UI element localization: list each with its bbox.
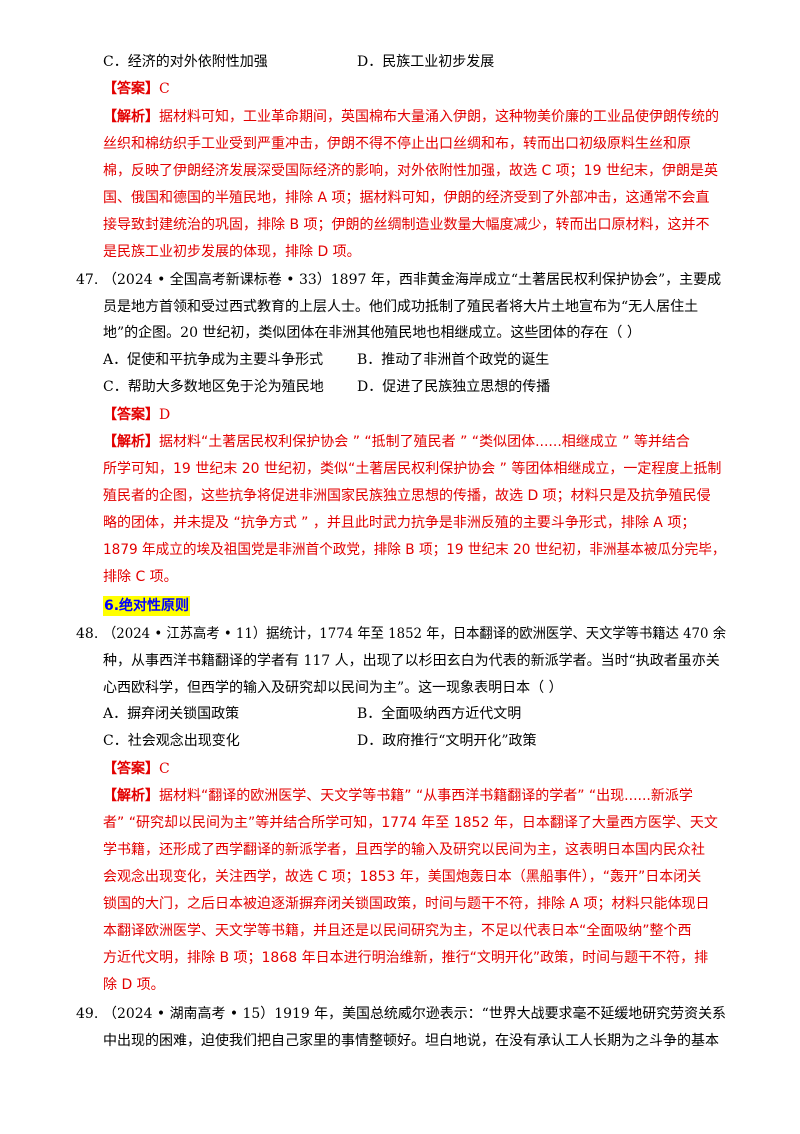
q47-stem-line-2: 员是地方首领和受过西式教育的上层人士。他们成功抵制了殖民者将大片土地宣布为“无人… xyxy=(103,299,699,315)
q47-option-a: A．促使和平抗争成为主要斗争形式 xyxy=(103,352,324,368)
q47-analysis-line-4: 略的团体，并未提及 “抗争方式 ” ，并且此时武力抗争是非洲反殖的主要斗争形式，… xyxy=(103,515,696,531)
q49-stem-line-1: （2024 • 湖南高考 • 15）1919 年，美国总统威尔逊表示：“世界大战… xyxy=(103,1006,726,1022)
q48-stem-line-1: （2024 • 江苏高考 • 11）据统计，1774 年至 1852 年，日本翻… xyxy=(103,626,727,642)
q46-analysis-line-4: 国、俄国和德国的半殖民地，排除 A 项；据材料可知，伊朗的经济受到了外部冲击，这… xyxy=(103,190,710,206)
q48-number: 48. xyxy=(76,626,99,642)
q48-analysis-line-5: 锁国的大门，之后日本被迫逐渐摒弃闭关锁国政策，时间与题干不符，排除 A 项；材料… xyxy=(103,896,710,912)
q48-analysis-line-3: 学书籍，还形成了西学翻译的新派学者，且西学的输入及研究以民间为主，这表明日本国内… xyxy=(103,842,705,858)
analysis-tag: 【解析】 xyxy=(103,434,159,450)
q48-stem-line-3: 心西欧科学，但西学的输入及研究却以民间为主”。这一现象表明日本（ ） xyxy=(103,680,563,696)
analysis-text: 据材料“翻译的欧洲医学、天文学等书籍” “从事西洋书籍翻译的学者” “出现...… xyxy=(159,788,693,804)
q48-option-a: A．摒弃闭关锁国政策 xyxy=(103,706,240,722)
analysis-tag: 【解析】 xyxy=(103,788,159,804)
q47-analysis-line-1: 【解析】据材料“土著居民权利保护协会 ” “抵制了殖民者 ” “类似团体....… xyxy=(103,432,690,452)
answer-value: C xyxy=(159,761,170,777)
section-heading: 6.绝对性原则 xyxy=(103,596,191,616)
analysis-text: 据材料可知，工业革命期间，英国棉布大量涌入伊朗，这种物美价廉的工业品使伊朗传统的 xyxy=(159,109,719,125)
q47-stem-line-3: 地”的企图。20 世纪初，类似团体在非洲其他殖民地也相继成立。这些团体的存在（ … xyxy=(103,325,641,341)
q48-analysis-line-8: 除 D 项。 xyxy=(103,977,165,993)
q48-option-c: C．社会观念出现变化 xyxy=(103,733,240,749)
q47-answer: 【答案】D xyxy=(103,405,170,425)
q46-analysis-line-5: 接导致封建统治的巩固，排除 B 项；伊朗的丝绸制造业数量大幅度减少，转而出口原材… xyxy=(103,217,710,233)
q48-analysis-line-7: 方近代文明，排除 B 项；1868 年日本进行明治维新，推行“文明开化”政策，时… xyxy=(103,950,709,966)
q47-option-b: B．推动了非洲首个政党的诞生 xyxy=(357,352,550,368)
q48-analysis-line-6: 本翻译欧洲医学、天文学等书籍，并且还是以民间研究为主，不足以代表日本“全面吸纳”… xyxy=(103,923,692,939)
q47-analysis-line-6: 排除 C 项。 xyxy=(103,569,178,585)
q47-analysis-line-2: 所学可知，19 世纪末 20 世纪初，类似“土著居民权利保护协会 ” 等团体相继… xyxy=(103,461,722,477)
q49-stem-line-2: 中出现的困难，迫使我们把自己家里的事情整顿好。坦白地说，在没有承认工人长期为之斗… xyxy=(103,1033,719,1049)
q46-analysis-line-2: 丝织和棉纺织手工业受到严重冲击，伊朗不得不停止出口丝绸和布，转而出口初级原料生丝… xyxy=(103,136,691,152)
q48-analysis-line-2: 者” “研究却以民间为主”等并结合所学可知，1774 年至 1852 年，日本翻… xyxy=(103,815,718,831)
q49-number: 49. xyxy=(76,1006,99,1022)
q48-option-d: D．政府推行“文明开化”政策 xyxy=(357,733,537,749)
q46-analysis-line-6: 是民族工业初步发展的体现，排除 D 项。 xyxy=(103,244,361,260)
q48-analysis-line-1: 【解析】据材料“翻译的欧洲医学、天文学等书籍” “从事西洋书籍翻译的学者” “出… xyxy=(103,786,693,806)
q47-option-c: C．帮助大多数地区免于沦为殖民地 xyxy=(103,379,324,395)
q48-analysis-line-4: 会观念出现变化，关注西学，故选 C 项；1853 年，美国炮轰日本（黑船事件），… xyxy=(103,869,702,885)
q46-answer: 【答案】C xyxy=(103,79,170,99)
analysis-tag: 【解析】 xyxy=(103,109,159,125)
q46-analysis-line-3: 棉，反映了伊朗经济发展深受国际经济的影响，对外依附性加强，故选 C 项；19 世… xyxy=(103,163,718,179)
q47-stem-line-1: （2024 • 全国高考新课标卷 • 33）1897 年，西非黄金海岸成立“土著… xyxy=(103,272,722,288)
q48-answer: 【答案】C xyxy=(103,759,170,779)
q46-analysis-line-1: 【解析】据材料可知，工业革命期间，英国棉布大量涌入伊朗，这种物美价廉的工业品使伊… xyxy=(103,107,719,127)
q47-analysis-line-5: 1879 年成立的埃及祖国党是非洲首个政党，排除 B 项；19 世纪末 20 世… xyxy=(103,542,726,558)
q46-option-c: C．经济的对外依附性加强 xyxy=(103,54,268,70)
answer-tag: 【答案】 xyxy=(103,761,159,777)
q47-analysis-line-3: 殖民者的企图，这些抗争将促进非洲国家民族独立思想的传播，故选 D 项；材料只是及… xyxy=(103,488,711,504)
answer-value: D xyxy=(159,407,171,423)
q47-option-d: D．促进了民族独立思想的传播 xyxy=(357,379,551,395)
q48-option-b: B．全面吸纳西方近代文明 xyxy=(357,706,522,722)
q46-option-d: D．民族工业初步发展 xyxy=(357,54,495,70)
q47-number: 47. xyxy=(76,272,99,288)
answer-tag: 【答案】 xyxy=(103,81,159,97)
q48-stem-line-2: 种，从事西洋书籍翻译的学者有 117 人，出现了以杉田玄白为代表的新派学者。当时… xyxy=(103,653,720,669)
analysis-text: 据材料“土著居民权利保护协会 ” “抵制了殖民者 ” “类似团体......相继… xyxy=(159,434,690,450)
answer-tag: 【答案】 xyxy=(103,407,159,423)
answer-value: C xyxy=(159,81,170,97)
